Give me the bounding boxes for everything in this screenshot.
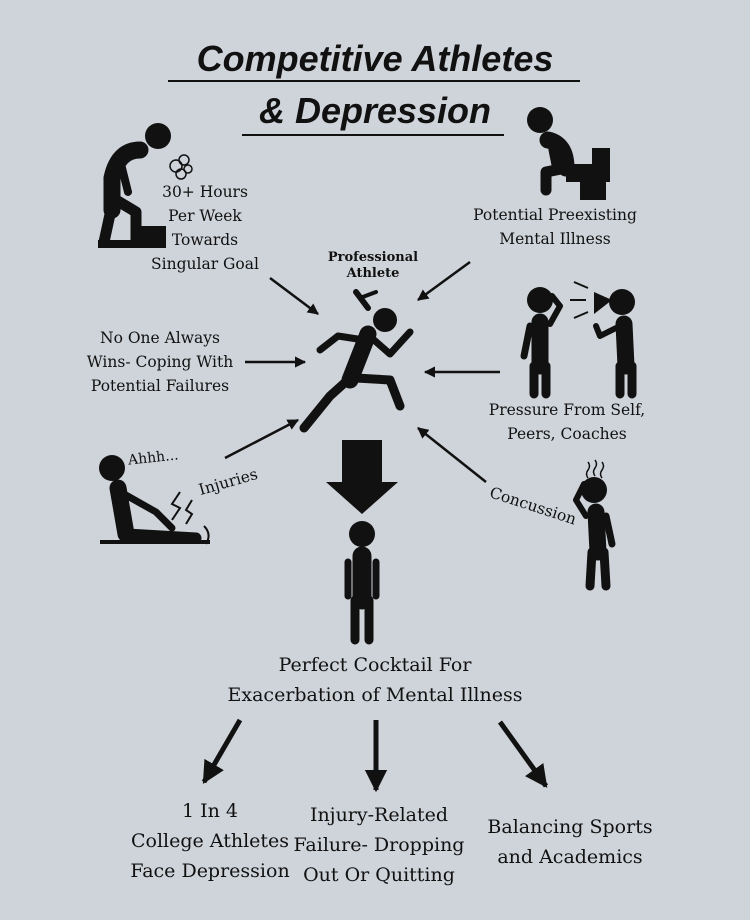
factor-hours-line: Per Week bbox=[168, 207, 242, 225]
sad-person-icon bbox=[344, 521, 380, 645]
factor-failures: No One Always Wins- Coping With Potentia… bbox=[72, 326, 248, 398]
factor-pressure-line: Pressure From Self, bbox=[488, 401, 646, 419]
center-label: Professional Athlete bbox=[318, 250, 428, 282]
factor-preexisting-line: Mental Illness bbox=[499, 230, 611, 248]
big-down-arrow-icon bbox=[326, 440, 398, 514]
outcome-college: 1 In 4 College Athletes Face Depression bbox=[110, 796, 310, 886]
factor-failures-line: No One Always bbox=[100, 329, 220, 347]
exhausted-person-icon bbox=[98, 123, 193, 248]
outcome-college-line: College Athletes bbox=[130, 830, 290, 852]
outcome-college-line: 1 In 4 bbox=[182, 800, 238, 822]
factor-preexisting-line: Potential Preexisting bbox=[473, 206, 637, 224]
outcome-college-line: Face Depression bbox=[130, 860, 290, 882]
concussion-person-icon bbox=[573, 459, 616, 591]
pressure-people-icon bbox=[520, 281, 637, 399]
center-label-line-1: Professional bbox=[327, 250, 419, 265]
factor-pressure-line: Peers, Coaches bbox=[507, 425, 627, 443]
outcome-dropout-line: Failure- Dropping bbox=[293, 834, 465, 856]
factor-hours-line: Towards bbox=[171, 231, 239, 249]
factor-hours: 30+ Hours Per Week Towards Singular Goal bbox=[140, 180, 270, 276]
result-line-1: Perfect Cocktail For bbox=[278, 654, 472, 676]
title-line-1: Competitive Athletes bbox=[196, 38, 554, 79]
outcome-dropout-line: Out Or Quitting bbox=[303, 864, 455, 886]
title-line-2: & Depression bbox=[258, 90, 492, 131]
outcome-balance-line: Balancing Sports bbox=[487, 816, 653, 838]
title-rule-2 bbox=[242, 134, 504, 136]
factor-failures-line: Potential Failures bbox=[90, 377, 230, 395]
outcome-balance-line: and Academics bbox=[497, 846, 643, 868]
outcome-balance: Balancing Sports and Academics bbox=[470, 812, 670, 872]
arrow-from-injuries bbox=[224, 418, 299, 460]
factor-hours-line: 30+ Hours bbox=[162, 183, 248, 201]
running-athlete-icon bbox=[299, 289, 414, 433]
arrow-from-hours bbox=[269, 277, 319, 315]
arrow-to-balance bbox=[497, 720, 549, 788]
factor-failures-line: Wins- Coping With bbox=[86, 353, 234, 371]
outcome-dropout: Injury-Related Failure- Dropping Out Or … bbox=[290, 800, 468, 890]
center-label-line-2: Athlete bbox=[346, 266, 400, 281]
factor-pressure: Pressure From Self, Peers, Coaches bbox=[484, 398, 650, 446]
outcome-dropout-line: Injury-Related bbox=[309, 804, 449, 826]
title-rule-1 bbox=[168, 80, 580, 82]
arrow-from-concussion bbox=[417, 427, 487, 483]
arrow-to-college bbox=[201, 718, 243, 784]
factor-hours-line: Singular Goal bbox=[151, 255, 259, 273]
factor-preexisting: Potential Preexisting Mental Illness bbox=[462, 203, 648, 251]
arrow-from-preexisting bbox=[417, 260, 471, 302]
injured-person-icon bbox=[99, 455, 210, 545]
result-statement: Perfect Cocktail For Exacerbation of Men… bbox=[175, 650, 575, 710]
toilet-person-icon bbox=[527, 107, 610, 200]
result-line-2: Exacerbation of Mental Illness bbox=[227, 684, 523, 706]
